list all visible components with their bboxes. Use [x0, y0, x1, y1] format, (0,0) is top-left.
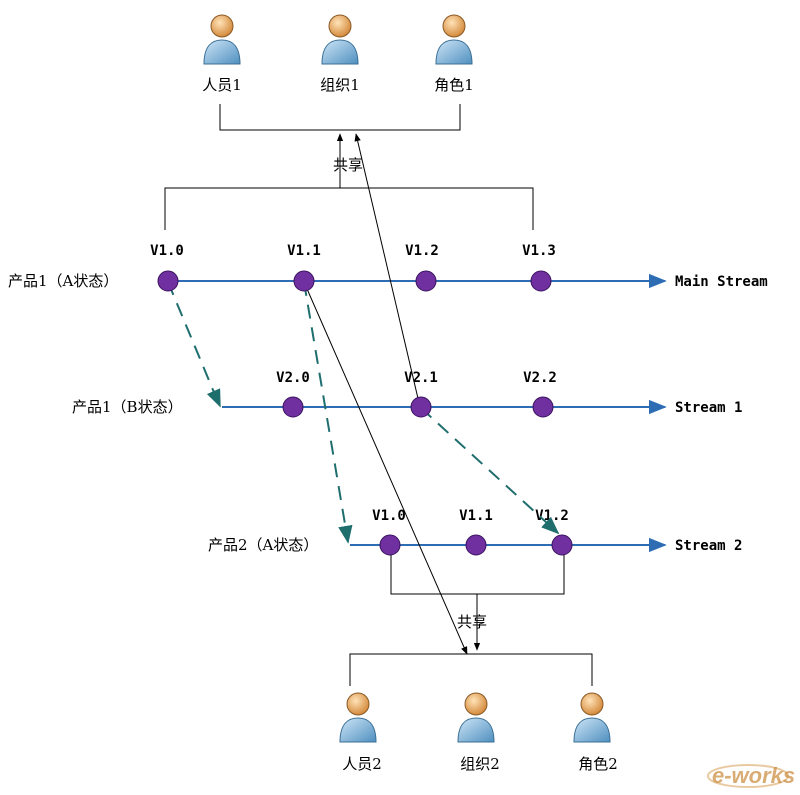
top-person-3 [435, 14, 473, 65]
person-icon [339, 692, 377, 743]
bottom-person-label-1: 人员2 [342, 755, 382, 773]
main-version-3: V1.3 [522, 243, 556, 259]
s1-version-0: V2.0 [276, 370, 310, 386]
s2-version-0: V1.0 [372, 508, 406, 524]
bottom-person-label-2: 组织2 [460, 755, 500, 773]
person-icon [435, 14, 473, 65]
eworks-logo: e-works [707, 763, 795, 788]
branch-main-to-s1 [167, 281, 221, 408]
s1-stream-label: Stream 1 [675, 400, 742, 416]
s2-product-label: 产品2（A状态） [208, 536, 318, 554]
main-version-0: V1.0 [150, 243, 184, 259]
top-share-label: 共享 [333, 156, 363, 174]
top-share-bracket [164, 104, 534, 230]
s1-product-label: 产品1（B状态） [72, 398, 183, 416]
main-node-1[interactable] [293, 270, 315, 292]
bottom-person-3 [573, 692, 611, 743]
version-nodes [157, 270, 573, 556]
s2-version-2: V1.2 [535, 508, 569, 524]
main-stream-label: Main Stream [675, 274, 768, 290]
main-node-0[interactable] [157, 270, 179, 292]
main-node-2[interactable] [415, 270, 437, 292]
person-icon [203, 14, 241, 65]
share-link-v11-to-bottom [303, 281, 468, 655]
s2-node-0[interactable] [379, 534, 401, 556]
main-version-1: V1.1 [287, 243, 321, 259]
branch-arrows [167, 281, 560, 544]
branch-main-to-s2 [303, 281, 353, 544]
bottom-person-label-3: 角色2 [578, 755, 618, 773]
share-link-v21-to-top [354, 133, 421, 408]
top-person-2 [321, 14, 359, 65]
person-icon [457, 692, 495, 743]
bottom-person-1 [339, 692, 377, 743]
s1-node-0[interactable] [282, 396, 304, 418]
s2-node-2[interactable] [551, 534, 573, 556]
s1-version-2: V2.2 [523, 370, 557, 386]
top-person-label-3: 角色1 [434, 76, 474, 94]
main-product-label: 产品1（A状态） [8, 272, 118, 290]
top-person-label-2: 组织1 [320, 76, 360, 94]
s1-version-1: V2.1 [404, 370, 438, 386]
s2-version-1: V1.1 [459, 508, 493, 524]
bottom-person-2 [457, 692, 495, 743]
main-version-2: V1.2 [405, 243, 439, 259]
person-icon [573, 692, 611, 743]
s1-node-1[interactable] [410, 396, 432, 418]
watermark-text: e-works [712, 763, 795, 788]
s1-node-2[interactable] [532, 396, 554, 418]
person-icon [321, 14, 359, 65]
branch-s1-to-s2 [420, 407, 560, 535]
top-person-label-1: 人员1 [202, 76, 242, 94]
s2-node-1[interactable] [465, 534, 487, 556]
top-person-1 [203, 14, 241, 65]
main-node-3[interactable] [530, 270, 552, 292]
s2-stream-label: Stream 2 [675, 538, 742, 554]
bottom-share-label: 共享 [457, 613, 487, 631]
